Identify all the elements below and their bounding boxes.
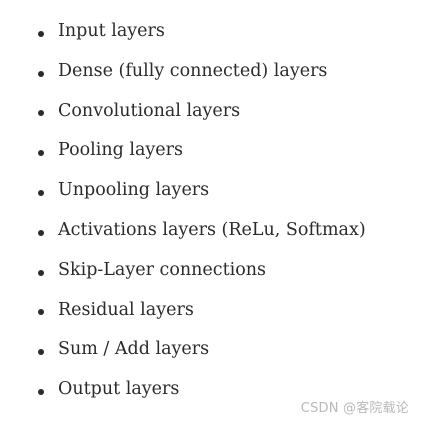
list-item-label: Activations layers (ReLu, Softmax) xyxy=(58,219,366,240)
list-item: Output layers xyxy=(0,370,425,410)
list-item-label: Convolutional layers xyxy=(58,100,241,121)
bullet-icon xyxy=(38,190,44,197)
layer-types-list: Input layers Dense (fully connected) lay… xyxy=(0,12,425,410)
list-item: Unpooling layers xyxy=(0,171,425,211)
list-item-label: Dense (fully connected) layers xyxy=(58,60,328,81)
list-item: Dense (fully connected) layers xyxy=(0,52,425,92)
list-item-label: Output layers xyxy=(58,379,180,400)
list-item-label: Sum / Add layers xyxy=(58,339,210,360)
bullet-icon xyxy=(38,389,44,396)
list-item-label: Skip-Layer connections xyxy=(58,259,266,280)
list-item: Sum / Add layers xyxy=(0,330,425,370)
bullet-icon xyxy=(38,70,44,77)
watermark: CSDN @客院载论 xyxy=(300,401,409,416)
list-item: Skip-Layer connections xyxy=(0,251,425,291)
list-item: Pooling layers xyxy=(0,131,425,171)
bullet-icon xyxy=(38,269,44,276)
bullet-icon xyxy=(38,229,44,236)
list-item: Residual layers xyxy=(0,291,425,331)
bullet-icon xyxy=(38,349,44,356)
bullet-icon xyxy=(38,309,44,316)
bullet-icon xyxy=(38,30,44,37)
list-item-label: Input layers xyxy=(58,21,165,41)
list-item: Activations layers (ReLu, Softmax) xyxy=(0,211,425,251)
bullet-icon xyxy=(38,110,44,117)
list-item-label: Pooling layers xyxy=(58,140,183,161)
bullet-icon xyxy=(38,150,44,157)
list-item-label: Unpooling layers xyxy=(58,180,210,201)
list-item-label: Residual layers xyxy=(58,299,194,320)
list-item: Convolutional layers xyxy=(0,92,425,132)
list-item: Input layers xyxy=(0,12,425,52)
